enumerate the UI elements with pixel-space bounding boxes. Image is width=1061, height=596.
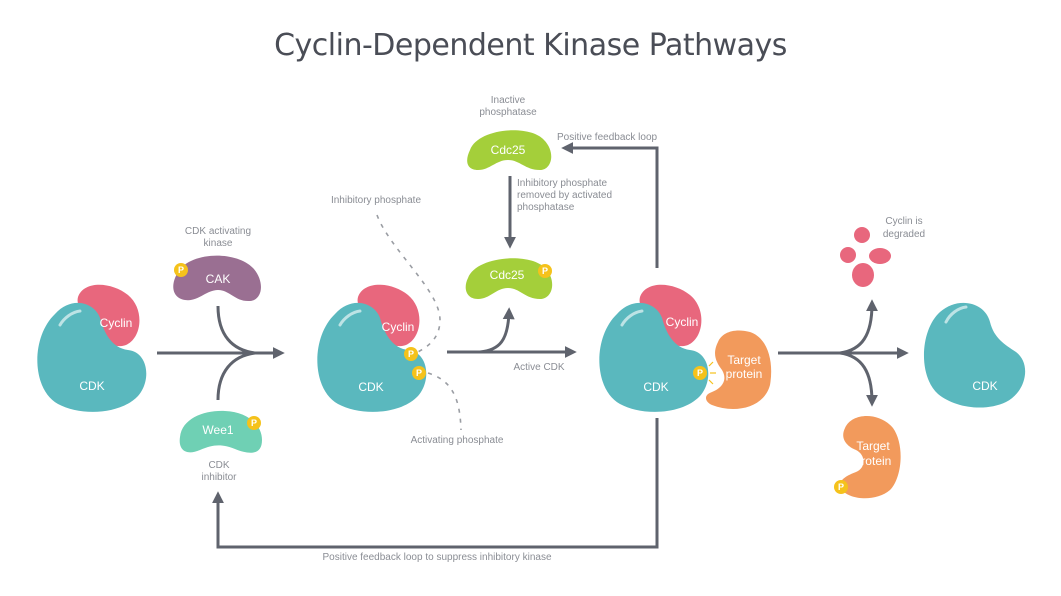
arrow-to-cyclin-degraded: [839, 299, 878, 355]
cak-enzyme: CDK activating kinase CAK P: [173, 226, 261, 302]
phosphate-label: P: [178, 265, 184, 275]
phosphate-icon: [247, 416, 261, 430]
cyclin-fragment: [869, 248, 891, 264]
wee1-shape: [179, 410, 262, 453]
phosphate-label: P: [408, 349, 414, 359]
phosphate-icon: [174, 263, 188, 277]
phosphate-label: P: [542, 266, 548, 276]
active-cdk-label: Active CDK: [513, 362, 564, 373]
cyclin-shape: [639, 284, 702, 347]
wee1-label: Wee1: [202, 423, 233, 437]
free-cdk: CDK: [923, 302, 1026, 408]
inhibitory-phosphate-icon: [404, 347, 418, 361]
stage3-complex: Cyclin CDK Target protein P: [599, 284, 772, 412]
arrow-to-target-protein: [839, 351, 878, 407]
cyclin-fragment: [840, 247, 856, 263]
cak-merge-curve: [216, 305, 256, 355]
cdk-label: CDK: [79, 379, 104, 393]
cyclin-shape: [357, 284, 420, 347]
cak-shape: [173, 255, 261, 302]
stage2-complex: Inhibitory phosphate Activating phosphat…: [317, 195, 504, 446]
cdc25-label: Cdc25: [491, 143, 526, 157]
cyclin-degraded-2: degraded: [883, 229, 925, 240]
cdc25-shape: [467, 130, 552, 170]
cak-label: CAK: [206, 272, 231, 286]
wee1-merge-curve: [216, 351, 256, 401]
target-label-2: protein: [855, 454, 892, 468]
wee1-caption-2: inhibitor: [201, 472, 237, 483]
phosphate-label: P: [416, 368, 422, 378]
bottom-feedback-arrow: [212, 418, 659, 549]
positive-feedback-label: Positive feedback loop: [557, 132, 658, 143]
inactive-phosphatase-2: phosphatase: [479, 107, 537, 118]
phosphate-label: P: [838, 482, 844, 492]
removed-label-3: phosphatase: [517, 202, 575, 213]
cdc25-shape: [465, 258, 553, 299]
cdk-shape: [599, 302, 709, 412]
phosphorylation-burst-icon: [708, 361, 716, 385]
target-protein-shape: [705, 330, 772, 409]
cyclin-label: Cyclin: [382, 320, 415, 334]
inhibitory-phosphate-pointer: [376, 214, 441, 353]
wee1-caption-1: CDK: [208, 460, 229, 471]
arrow-active-cdk: Active CDK: [447, 307, 577, 373]
cdk-label: CDK: [358, 380, 383, 394]
phosphate-label: P: [251, 418, 257, 428]
page-title: Cyclin-Dependent Kinase Pathways: [274, 28, 787, 63]
cdk-shape: [923, 302, 1026, 408]
wee1-enzyme: Wee1 P CDK inhibitor: [179, 410, 262, 483]
cyclin-fragment: [852, 263, 874, 287]
cyclin-degraded-1: Cyclin is: [885, 216, 922, 227]
phosphate-icon: [693, 366, 707, 380]
arrow-to-active-cdc25: [479, 307, 515, 354]
cdk-shape: [317, 302, 427, 412]
cyclin-shape: [77, 284, 140, 347]
cyclin-label: Cyclin: [666, 315, 699, 329]
target-label-1: Target: [727, 353, 761, 367]
activating-phosphate-icon: [412, 366, 426, 380]
phosphate-icon: [538, 264, 552, 278]
cak-caption-2: kinase: [204, 238, 233, 249]
cdc25-inactive: Inactive phosphatase Cdc25: [467, 95, 552, 170]
cdk-label: CDK: [972, 379, 997, 393]
removed-label-2: removed by activated: [517, 190, 612, 201]
bottom-feedback-label: Positive feedback loop to suppress inhib…: [322, 552, 551, 563]
cyclin-degraded: Cyclin is degraded: [840, 216, 925, 287]
cdc25-active: Cdc25 P: [465, 258, 553, 299]
cak-caption-1: CDK activating: [185, 226, 251, 237]
released-target-protein: Target protein P: [834, 416, 901, 499]
target-label-2: protein: [726, 367, 763, 381]
target-label-1: Target: [856, 439, 890, 453]
cdk-label: CDK: [643, 380, 668, 394]
positive-feedback-arrow: [561, 142, 659, 268]
removed-label-1: Inhibitory phosphate: [517, 178, 608, 189]
phosphate-label: P: [697, 368, 703, 378]
activating-phosphate-label: Activating phosphate: [411, 435, 504, 446]
inhibitory-phosphate-label: Inhibitory phosphate: [331, 195, 422, 206]
inactive-phosphatase-1: Inactive: [491, 95, 526, 106]
target-protein-shape: [840, 416, 901, 499]
cdc25-label: Cdc25: [490, 268, 525, 282]
phosphate-icon: [834, 480, 848, 494]
activating-phosphate-pointer: [427, 372, 462, 431]
cyclin-label: Cyclin: [100, 316, 133, 330]
merge-arrow-1: [157, 305, 285, 401]
split-arrow: [778, 299, 909, 407]
cdk-shape: [37, 302, 147, 412]
cyclin-fragment: [854, 227, 870, 243]
stage1-complex: Cyclin CDK: [37, 284, 147, 412]
